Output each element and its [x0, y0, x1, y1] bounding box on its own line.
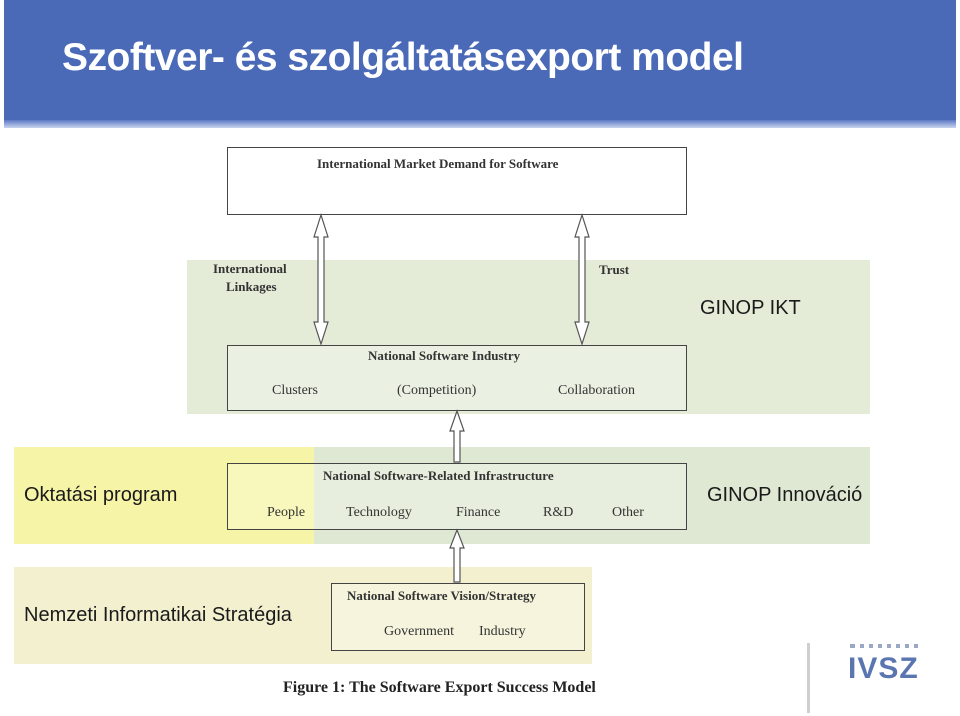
oktatasi-program-label: Oktatási program [24, 484, 178, 506]
industry-title: National Software Industry [368, 348, 521, 363]
slide-title: Szoftver- és szolgáltatásexport model [62, 36, 744, 79]
market-demand-box [227, 147, 687, 215]
arrow-trust [574, 213, 590, 346]
svg-text:IVSZ: IVSZ [848, 652, 919, 685]
links-left-line1: International [213, 261, 287, 276]
infrastructure-title: National Software-Related Infrastructure [323, 468, 554, 483]
arrow-infra-to-industry [449, 409, 465, 463]
figure-caption: Figure 1: The Software Export Success Mo… [283, 679, 596, 696]
vision-item-industry: Industry [479, 624, 526, 639]
vision-title: National Software Vision/Strategy [347, 588, 536, 603]
logo-divider [807, 643, 810, 713]
title-bar-shade [4, 120, 956, 128]
infrastructure-box [227, 463, 687, 530]
industry-item-clusters: Clusters [272, 383, 318, 398]
industry-item-competition: (Competition) [397, 383, 477, 398]
infra-item-other: Other [612, 505, 644, 520]
ivsz-logo: IVSZ [848, 644, 919, 685]
arrow-international-linkages [313, 213, 329, 346]
vision-item-government: Government [384, 624, 454, 639]
infra-item-rnd: R&D [543, 505, 574, 520]
title-bar [4, 0, 956, 128]
vision-box [331, 583, 585, 651]
links-left-line2: Linkages [226, 279, 277, 294]
links-right-label: Trust [599, 262, 630, 277]
infra-item-people: People [267, 505, 306, 520]
arrow-vision-to-infra [449, 528, 465, 583]
infra-item-technology: Technology [346, 505, 412, 520]
ginop-ikt-label: GINOP IKT [700, 297, 801, 319]
zone-ginop-ikt [187, 260, 870, 414]
market-demand-label: International Market Demand for Software [317, 156, 559, 171]
industry-item-collaboration: Collaboration [558, 383, 635, 398]
infra-item-finance: Finance [456, 505, 501, 520]
nemzeti-strategia-label: Nemzeti Informatikai Stratégia [24, 604, 292, 626]
industry-box [227, 345, 687, 411]
ginop-innovacio-label: GINOP Innováció [707, 484, 863, 506]
